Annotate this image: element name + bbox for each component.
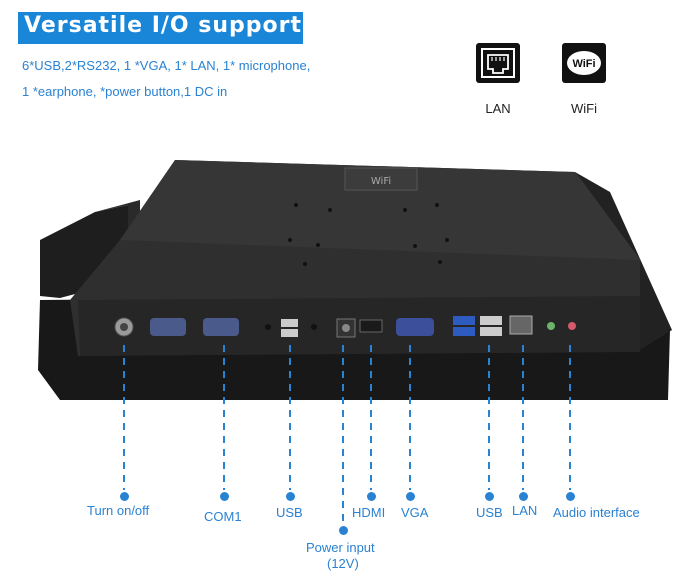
lan-badge-label: LAN — [485, 101, 511, 116]
label-usb-left: USB — [276, 505, 303, 520]
label-lan: LAN — [512, 503, 538, 518]
callout-dot — [406, 492, 415, 501]
device-wifi-plate: WiFi — [371, 176, 391, 187]
callout-dot — [220, 492, 229, 501]
label-power-input-voltage: (12V) — [327, 556, 359, 571]
callout-dot — [120, 492, 129, 501]
label-hdmi: HDMI — [352, 505, 386, 520]
wifi-badge-label: WiFi — [571, 101, 597, 116]
wifi-badge-text: WiFi — [572, 58, 595, 70]
title-banner: Versatile I/O support — [18, 12, 303, 44]
callout-dot — [566, 492, 575, 501]
label-turn-on-off: Turn on/off — [87, 503, 150, 518]
label-audio-interface: Audio interface — [553, 505, 640, 520]
page-title: Versatile I/O support — [24, 13, 303, 38]
description-line-2: 1 *earphone, *power button,1 DC in — [22, 84, 228, 99]
callout-dot — [485, 492, 494, 501]
callout-dot — [339, 526, 348, 535]
label-com1: COM1 — [204, 509, 242, 524]
wifi-icon: WiFi — [562, 43, 606, 83]
description-line-1: 6*USB,2*RS232, 1 *VGA, 1* LAN, 1* microp… — [22, 58, 311, 73]
callout-dot — [367, 492, 376, 501]
label-vga: VGA — [401, 505, 429, 520]
callout-dot — [519, 492, 528, 501]
lan-icon — [476, 43, 520, 83]
label-usb-right: USB — [476, 505, 503, 520]
callout-dot — [286, 492, 295, 501]
label-power-input: Power input — [306, 540, 375, 555]
